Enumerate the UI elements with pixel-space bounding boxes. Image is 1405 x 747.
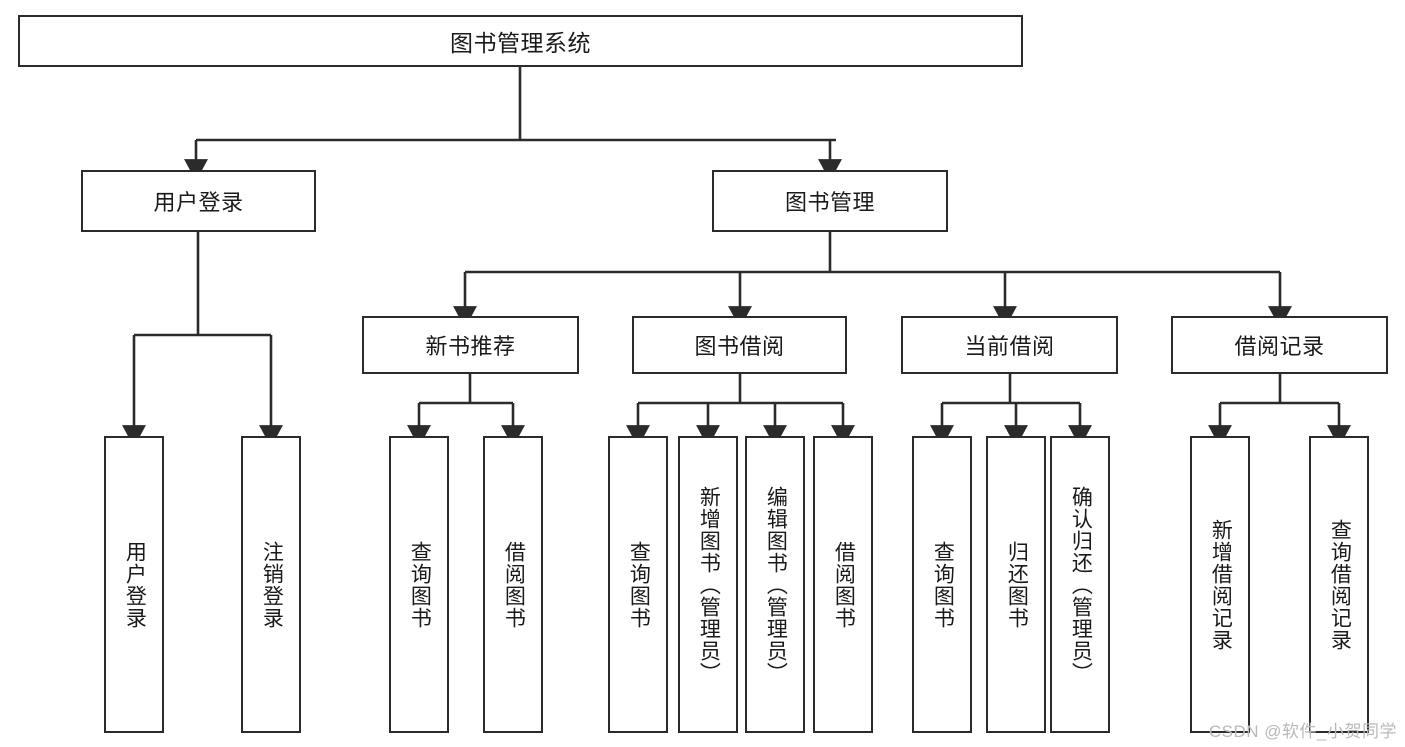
node-book-manage-label: 图书管理	[784, 190, 875, 215]
node-leaf-confirm-return-label: 确认归还（管理员）	[1069, 485, 1093, 684]
node-leaf-logout[interactable]: 注销登录	[241, 436, 301, 733]
node-leaf-query-book-rec-label: 查询图书	[408, 540, 432, 629]
node-user-login-label: 用户登录	[153, 190, 244, 215]
node-leaf-return-book[interactable]: 归还图书	[986, 436, 1046, 733]
node-leaf-borrow-book-rec-label: 借阅图书	[502, 540, 526, 629]
node-leaf-return-book-label: 归还图书	[1005, 540, 1029, 629]
node-leaf-query-record-label: 查询借阅记录	[1328, 518, 1352, 651]
node-current-borrow-label: 当前借阅	[964, 334, 1055, 359]
node-leaf-query-book-rec[interactable]: 查询图书	[389, 436, 449, 733]
node-book-borrow-label: 图书借阅	[694, 334, 785, 359]
node-user-login[interactable]: 用户登录	[81, 170, 316, 232]
node-leaf-user-login-label: 用户登录	[123, 540, 147, 629]
node-root[interactable]: 图书管理系统	[18, 15, 1023, 67]
node-leaf-add-book-label: 新增图书（管理员）	[697, 485, 721, 684]
node-leaf-query-book-borrow-label: 查询图书	[627, 540, 651, 629]
node-leaf-query-record[interactable]: 查询借阅记录	[1309, 436, 1369, 733]
node-leaf-borrow-book-rec[interactable]: 借阅图书	[483, 436, 543, 733]
watermark: CSDN @软件_小贺同学	[1208, 722, 1397, 741]
node-new-book-recommend-label: 新书推荐	[425, 334, 516, 359]
node-borrow-record-label: 借阅记录	[1234, 334, 1325, 359]
node-leaf-query-book-cur[interactable]: 查询图书	[912, 436, 972, 733]
node-borrow-record[interactable]: 借阅记录	[1171, 316, 1388, 374]
node-leaf-query-book-borrow[interactable]: 查询图书	[608, 436, 668, 733]
node-leaf-borrow-book-label: 借阅图书	[832, 540, 856, 629]
node-leaf-logout-label: 注销登录	[260, 540, 284, 629]
node-leaf-edit-book-label: 编辑图书（管理员）	[764, 485, 788, 684]
node-book-borrow[interactable]: 图书借阅	[632, 316, 847, 374]
node-leaf-add-record[interactable]: 新增借阅记录	[1190, 436, 1250, 733]
node-book-manage[interactable]: 图书管理	[712, 170, 948, 232]
node-leaf-add-book[interactable]: 新增图书（管理员）	[678, 436, 738, 733]
node-new-book-recommend[interactable]: 新书推荐	[362, 316, 579, 374]
node-leaf-confirm-return[interactable]: 确认归还（管理员）	[1050, 436, 1110, 733]
node-leaf-user-login[interactable]: 用户登录	[104, 436, 164, 733]
node-root-label: 图书管理系统	[450, 30, 591, 56]
node-leaf-query-book-cur-label: 查询图书	[931, 540, 955, 629]
node-leaf-add-record-label: 新增借阅记录	[1209, 518, 1233, 651]
node-current-borrow[interactable]: 当前借阅	[901, 316, 1118, 374]
node-leaf-edit-book[interactable]: 编辑图书（管理员）	[745, 436, 805, 733]
node-leaf-borrow-book[interactable]: 借阅图书	[813, 436, 873, 733]
